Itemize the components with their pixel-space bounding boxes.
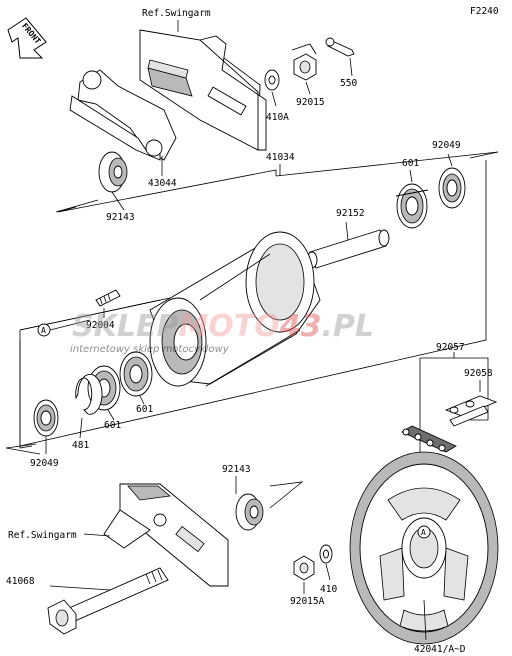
part-92004-label: 92004: [86, 320, 115, 331]
part-92049-right-label: 92049: [432, 140, 461, 151]
callout-a-hub-icon: A: [37, 323, 51, 337]
ref-swingarm-top-label: Ref.Swingarm: [142, 8, 211, 19]
watermark-brand-mid: MOTO: [178, 309, 279, 344]
part-92015-label: 92015: [296, 97, 325, 108]
part-550-label: 550: [340, 78, 357, 89]
part-92152-label: 92152: [336, 208, 365, 219]
part-601-mid-label: 601: [136, 404, 153, 415]
axle-bolt-41068: [47, 567, 169, 635]
part-41068-label: 41068: [6, 576, 35, 587]
part-601-right-label: 601: [402, 158, 419, 169]
nut-92015a: [293, 555, 315, 581]
bearing-601-mid: [119, 351, 153, 397]
svg-text:SKLEPMOTO43.PL: SKLEPMOTO43.PL: [72, 309, 374, 344]
swingarm-lower-section: [103, 483, 229, 587]
part-43044-label: 43044: [148, 178, 177, 189]
front-arrow-icon: FRONT: [7, 17, 47, 59]
part-42041-label: 42041/A~D: [414, 644, 466, 655]
part-410-label: 410: [320, 584, 337, 595]
callout-a-sprocket-icon: A: [417, 525, 431, 539]
collar-92143-lower: [235, 493, 264, 531]
callout-a-hub-text: A: [41, 326, 46, 335]
hub-assembly-outline: [5, 151, 499, 455]
spacer-92152: [306, 229, 390, 269]
part-92049-left-label: 92049: [30, 458, 59, 469]
ref-swingarm-bottom-label: Ref.Swingarm: [8, 530, 77, 541]
rear-hub-41034: [149, 231, 321, 387]
part-92058-label: 92058: [464, 368, 493, 379]
drive-chain-92057: [401, 425, 457, 453]
part-410a-label: 410A: [266, 112, 289, 123]
callout-a-sprocket-text: A: [421, 528, 426, 537]
part-481-label: 481: [72, 440, 89, 451]
watermark: SKLEPMOTO43.PL internetowy sklep motocyk…: [70, 309, 374, 355]
oil-seal-92049-left: [33, 399, 59, 437]
washer-410a: [264, 69, 280, 91]
washer-410: [319, 544, 333, 564]
diagram-code: F2240: [470, 6, 499, 17]
part-601-left-label: 601: [104, 420, 121, 431]
bearing-601-right: [395, 183, 429, 229]
swingarm-upper-section: [139, 29, 267, 151]
collar-92143-upper: [98, 151, 128, 193]
cotter-pin-550: [325, 37, 355, 57]
chain-link-92058: [444, 395, 498, 427]
part-92057-label: 92057: [436, 342, 465, 353]
watermark-brand-left: SKLEP: [72, 309, 178, 344]
stud-bolt-92004: [95, 289, 121, 307]
oil-seal-92049-right: [438, 167, 466, 209]
circlip-481: [75, 373, 103, 415]
part-92143-upper-label: 92143: [106, 212, 135, 223]
part-41034-label: 41034: [266, 152, 295, 163]
part-92143-lower-label: 92143: [222, 464, 251, 475]
rear-sprocket-42041: [349, 451, 499, 645]
watermark-tagline: internetowy sklep motocyklowy: [70, 344, 230, 355]
part-92015a-label: 92015A: [290, 596, 325, 607]
nut-92015: [291, 43, 317, 81]
watermark-brand-num: 43: [279, 309, 322, 344]
watermark-brand-tld: .PL: [322, 309, 375, 344]
chain-adjuster-upper: [69, 69, 177, 161]
